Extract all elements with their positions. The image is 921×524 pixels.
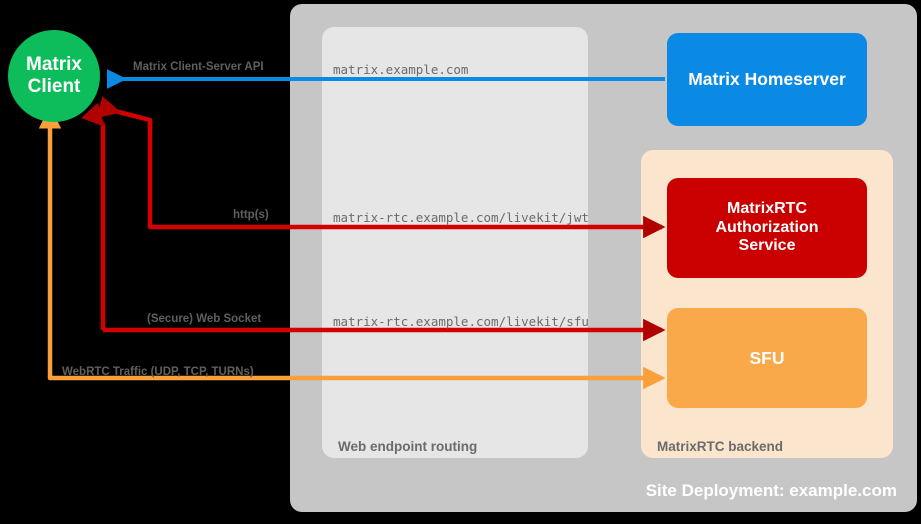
node-sfu-label: SFU <box>749 347 785 368</box>
node-matrix-homeserver-label: Matrix Homeserver <box>688 69 846 90</box>
node-matrix-homeserver[interactable]: Matrix Homeserver <box>667 33 867 126</box>
endpoint-label-jwt: matrix-rtc.example.com/livekit/jwt <box>333 210 589 225</box>
edge-label-webrtc: WebRTC Traffic (UDP, TCP, TURNs) <box>62 366 254 378</box>
edge-label-https: http(s) <box>233 209 269 221</box>
group-label-web-endpoint-routing: Web endpoint routing <box>338 439 478 454</box>
endpoint-label-sfu: matrix-rtc.example.com/livekit/sfu <box>333 314 589 329</box>
node-sfu[interactable]: SFU <box>667 308 867 408</box>
edge-webrtc-line <box>38 106 666 390</box>
edge-label-cs-api: Matrix Client-Server API <box>133 61 264 73</box>
edge-label-websocket: (Secure) Web Socket <box>147 313 262 325</box>
endpoint-label-matrix: matrix.example.com <box>333 62 469 77</box>
edge-jwt-return <box>96 96 153 130</box>
edge-websocket-return <box>81 102 106 330</box>
group-label-matrixrtc-backend: MatrixRTC backend <box>657 439 784 454</box>
group-label-site-deployment: Site Deployment: example.com <box>645 481 897 500</box>
